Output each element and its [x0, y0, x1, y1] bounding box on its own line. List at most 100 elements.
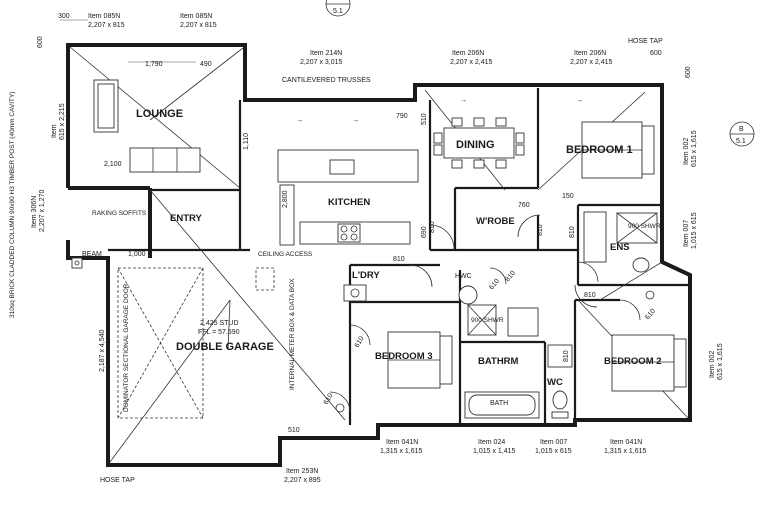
note-cantilevered: CANTILEVERED TRUSSES: [282, 77, 371, 84]
dim-810-kitchen: 810: [429, 221, 436, 233]
dim-610-c: 610: [323, 392, 335, 406]
note-beam: BEAM: [82, 251, 102, 258]
dim-810-e: 810: [504, 270, 517, 284]
dim-610-d: 610: [644, 308, 657, 322]
window-007-r-size: 1,015 x 615: [691, 212, 698, 249]
note-raking-soffits: RAKING SOFFITS: [92, 210, 147, 217]
window-002-b-item: Item 002: [709, 351, 716, 378]
room-bedroom-2: BEDROOM 2: [604, 356, 662, 367]
arrow-icon: →: [352, 117, 359, 124]
section-marker-top: 5.1: [325, 0, 351, 17]
room-ens: ENS: [610, 242, 630, 253]
window-085n-a-size: 2,207 x 815: [88, 22, 125, 29]
note-column: 310sq BRICK CLADDED COLUMN 90x90 H3 TIMB…: [9, 92, 16, 318]
note-shwr-ens: 900 SHWR: [628, 223, 661, 230]
note-ffl: FFL = 57.590: [198, 329, 240, 336]
note-stud-height: 2,425 STUD: [200, 320, 239, 327]
bath-label: BATH: [490, 400, 508, 407]
dim-810-f: 810: [563, 350, 570, 362]
hot-water-cylinder-icon: [458, 285, 478, 305]
window-041n-b-size: 1,315 x 1,615: [604, 448, 647, 455]
room-kitchen: KITCHEN: [328, 197, 370, 208]
window-306n-item: Item 306N: [31, 196, 38, 228]
dim-810-bed1: 810: [584, 292, 596, 299]
window-041n-a-size: 1,315 x 1,615: [380, 448, 423, 455]
window-left-item: Item: [51, 124, 58, 138]
room-wrobe: W'ROBE: [476, 216, 515, 227]
arrow-icon: →: [576, 97, 583, 104]
room-wc: WC: [547, 377, 563, 388]
dim-610-a: 610: [488, 278, 501, 292]
room-double-garage: DOUBLE GARAGE: [176, 341, 274, 353]
dim-510-garage: 510: [288, 427, 300, 434]
section-marker-top-label: 5.1: [333, 8, 343, 15]
dim-2100: 2,100: [104, 161, 122, 168]
section-marker-right-letter: B: [739, 126, 744, 133]
dim-790: 790: [396, 113, 408, 120]
arrow-icon: →: [460, 97, 467, 104]
dim-1000: 1,000: [128, 251, 146, 258]
note-hose-tap-bottom: HOSE TAP: [100, 477, 135, 484]
bed-icon: [611, 334, 675, 392]
door-swings: [329, 214, 655, 413]
dim-1790: 1,790: [145, 61, 163, 68]
note-shwr-bath: 900 SHWR: [471, 317, 504, 324]
window-041n-b-item: Item 041N: [610, 439, 642, 446]
dim-1110: 1,110: [243, 133, 250, 150]
window-214n-item: Item 214N: [310, 50, 342, 57]
window-007-b-item: Item 007: [540, 439, 567, 446]
room-lounge: LOUNGE: [136, 108, 183, 120]
dim-490: 490: [200, 61, 212, 68]
dining-table-icon: [443, 127, 515, 159]
dim-600-tr-a: 600: [650, 50, 662, 57]
section-marker-right-num: 5.1: [736, 138, 746, 145]
window-085n-b-item: Item 085N: [180, 13, 212, 20]
window-306n-size: 2,207 x 1,270: [39, 189, 46, 232]
dim-150: 150: [562, 193, 574, 200]
window-left-size: 615 x 2,215: [59, 103, 66, 140]
column-icon: [71, 257, 83, 269]
window-002-a-item: Item 002: [683, 138, 690, 165]
window-253n-item: Item 253N: [286, 468, 318, 475]
dim-690: 690: [421, 226, 428, 238]
room-entry: ENTRY: [170, 213, 203, 224]
window-007-b-size: 1,015 x 615: [535, 448, 572, 455]
dimensions: 300 600 600 600 1,790 490 2,100 1,110 79…: [37, 13, 692, 434]
window-206n-b-size: 2,207 x 2,415: [570, 59, 613, 66]
window-024-size: 1,015 x 1,415: [473, 448, 516, 455]
window-085n-a-item: Item 085N: [88, 13, 120, 20]
sink-icon: [329, 159, 355, 175]
laundry-tub-icon: [343, 284, 367, 302]
window-024-item: Item 024: [478, 439, 505, 446]
toilet-icon: [632, 257, 650, 273]
sofa-icon: [129, 147, 201, 173]
window-002-a-size: 615 x 1,615: [691, 130, 698, 167]
dim-810-laundry: 810: [393, 256, 405, 263]
exterior-walls: [66, 43, 692, 467]
note-meter-box: INTERNAL METER BOX & DATA BOX: [289, 278, 296, 390]
dim-760: 760: [518, 202, 530, 209]
dim-600-tl: 600: [37, 36, 44, 48]
window-206n-a-size: 2,207 x 2,415: [450, 59, 493, 66]
arrow-icon: →: [296, 117, 303, 124]
window-002-b-size: 615 x 1,615: [717, 343, 724, 380]
cooktop-icon: [337, 223, 361, 243]
note-hwc: HWC: [455, 273, 472, 280]
dim-300: 300: [58, 13, 70, 20]
room-laundry: L'DRY: [352, 270, 380, 281]
room-bathroom: BATHRM: [478, 356, 519, 367]
arrows: → → → →: [296, 97, 583, 124]
toilet-icon: [552, 390, 568, 410]
fixtures: [71, 79, 687, 419]
notes: CANTILEVERED TRUSSES HOSE TAP HOSE TAP R…: [9, 38, 663, 484]
note-ceiling-access: CEILING ACCESS: [258, 251, 313, 258]
window-206n-b-item: Item 206N: [574, 50, 606, 57]
dim-610-b: 610: [354, 335, 366, 349]
note-garage-door: DOMINATOR SECTIONAL GARAGE DOOR: [123, 283, 130, 412]
window-253n-size: 2,207 x 895: [284, 477, 321, 484]
window-085n-b-size: 2,207 x 815: [180, 22, 217, 29]
window-041n-a-item: Item 041N: [386, 439, 418, 446]
window-206n-a-item: Item 206N: [452, 50, 484, 57]
room-bedroom-1: BEDROOM 1: [566, 144, 633, 156]
